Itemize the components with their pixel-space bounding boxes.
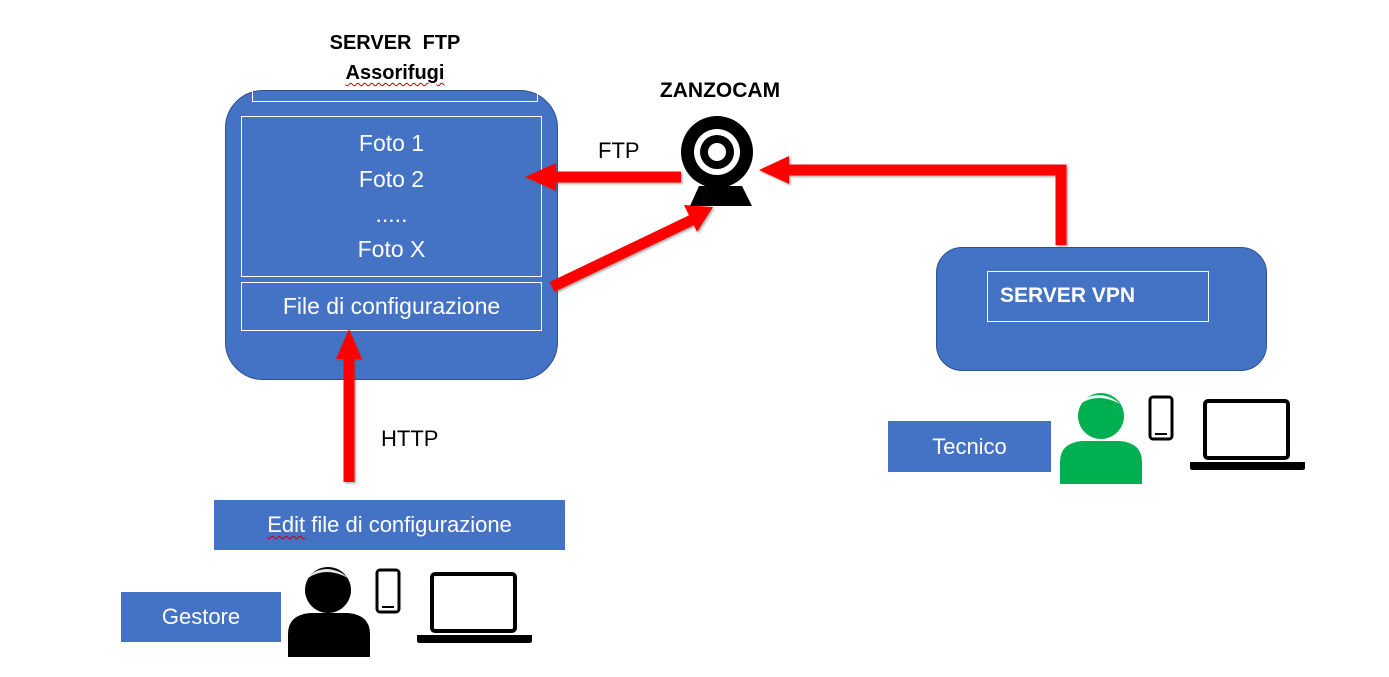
tecnico-label-box: Tecnico bbox=[888, 421, 1051, 472]
edit-config-rest: file di configurazione bbox=[305, 512, 512, 537]
gestore-phone-icon bbox=[375, 568, 401, 614]
arrow-config-to-camera bbox=[549, 205, 713, 292]
tecnico-phone-icon bbox=[1148, 395, 1174, 441]
arrow-http-to-config bbox=[336, 329, 362, 482]
vpn-server-box bbox=[936, 247, 1267, 371]
photos-list: Foto 1 Foto 2 ..... Foto X bbox=[241, 116, 542, 277]
webcam-icon bbox=[681, 116, 753, 206]
ftp-server-title: SERVER FTP Assorifugi bbox=[290, 28, 500, 88]
gestore-person-icon bbox=[288, 567, 370, 657]
camera-title: ZANZOCAM bbox=[659, 79, 781, 102]
photo-item-2: Foto 2 bbox=[358, 166, 425, 192]
edit-config-edit-word: Edit bbox=[267, 512, 306, 537]
ftp-server-title-line2: Assorifugi bbox=[290, 58, 500, 88]
http-link-label: HTTP bbox=[381, 426, 439, 451]
photo-item-ellipsis: ..... bbox=[375, 201, 408, 227]
ftp-server-title-line2-text: Assorifugi bbox=[345, 62, 445, 84]
ftp-link-label: FTP bbox=[598, 138, 640, 163]
ftp-server-header-strip bbox=[252, 90, 538, 102]
gestore-label: Gestore bbox=[161, 604, 241, 629]
arrow-vpn-to-camera bbox=[759, 156, 1067, 245]
vpn-server-label-box: SERVER VPN bbox=[987, 271, 1209, 322]
tecnico-laptop-icon bbox=[1190, 399, 1305, 470]
arrow-camera-to-ftp bbox=[525, 163, 681, 191]
gestore-label-box: Gestore bbox=[121, 592, 281, 642]
photo-item-1: Foto 1 bbox=[358, 130, 425, 156]
vpn-server-label: SERVER VPN bbox=[1000, 284, 1135, 307]
config-file-label: File di configurazione bbox=[282, 293, 501, 319]
ftp-server-title-line1: SERVER FTP bbox=[329, 32, 461, 54]
tecnico-person-icon bbox=[1060, 393, 1142, 484]
ftp-server-box bbox=[225, 90, 558, 380]
gestore-laptop-icon bbox=[417, 572, 532, 643]
edit-config-box[interactable]: Edit file di configurazione bbox=[214, 500, 565, 550]
tecnico-label: Tecnico bbox=[932, 434, 1007, 459]
photo-item-x: Foto X bbox=[357, 236, 426, 262]
edit-config-label: Edit file di configurazione bbox=[267, 512, 512, 537]
config-file-box: File di configurazione bbox=[241, 282, 542, 331]
